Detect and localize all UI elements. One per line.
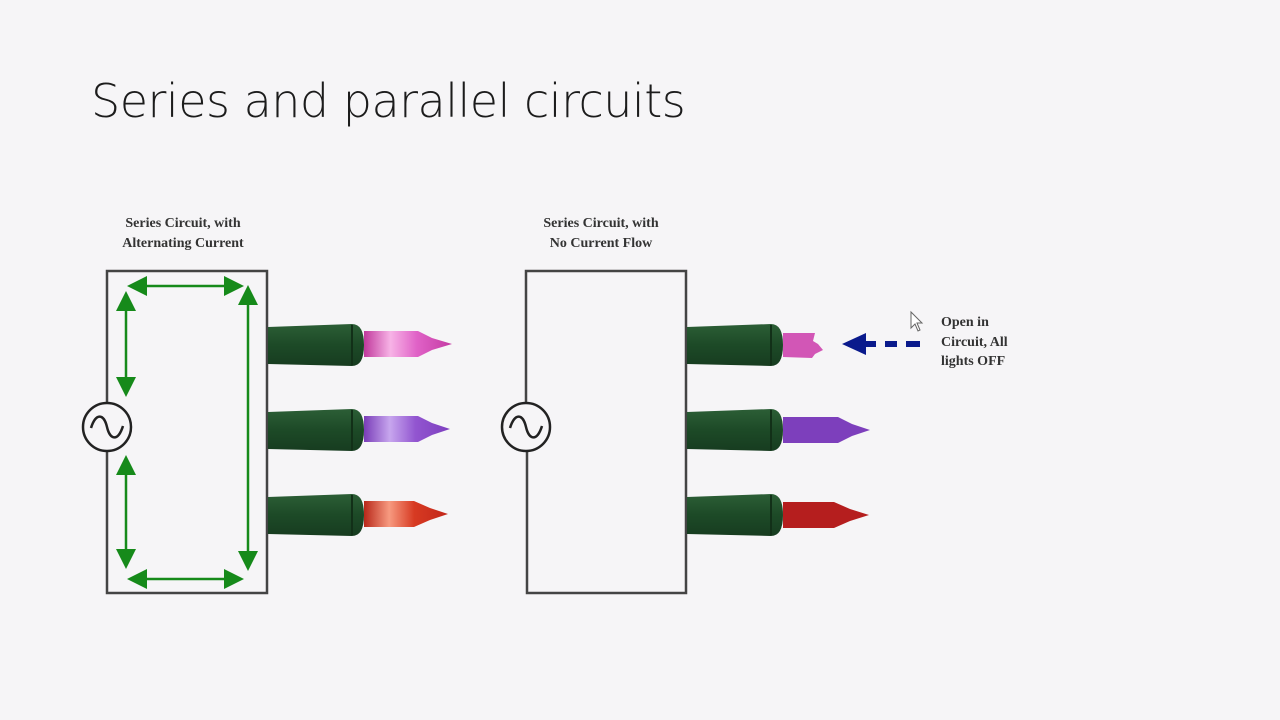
bulb-purple [687, 409, 870, 451]
bulb-purple [268, 409, 450, 451]
diagram-1-caption: Series Circuit, with Alternating Current [122, 216, 244, 251]
bulb-red [268, 494, 448, 536]
diagram-2 [500, 269, 924, 595]
circuit-wire [524, 269, 688, 595]
ac-source-icon [500, 401, 552, 453]
mouse-cursor-icon [910, 310, 924, 332]
slide-title: Series and parallel circuits [91, 74, 686, 128]
diagram-1 [81, 269, 452, 595]
circuit-wire [105, 269, 269, 595]
open-circuit-annotation: Open in Circuit, All lights OFF [941, 315, 1008, 369]
open-circuit-arrow-icon [842, 333, 920, 355]
diagram-2-caption: Series Circuit, with No Current Flow [543, 216, 659, 251]
bulb-pink [268, 324, 452, 366]
bulb-pink-broken [687, 324, 823, 366]
bulb-red [687, 494, 869, 536]
current-arrows [116, 276, 258, 589]
ac-source-icon [81, 401, 133, 453]
